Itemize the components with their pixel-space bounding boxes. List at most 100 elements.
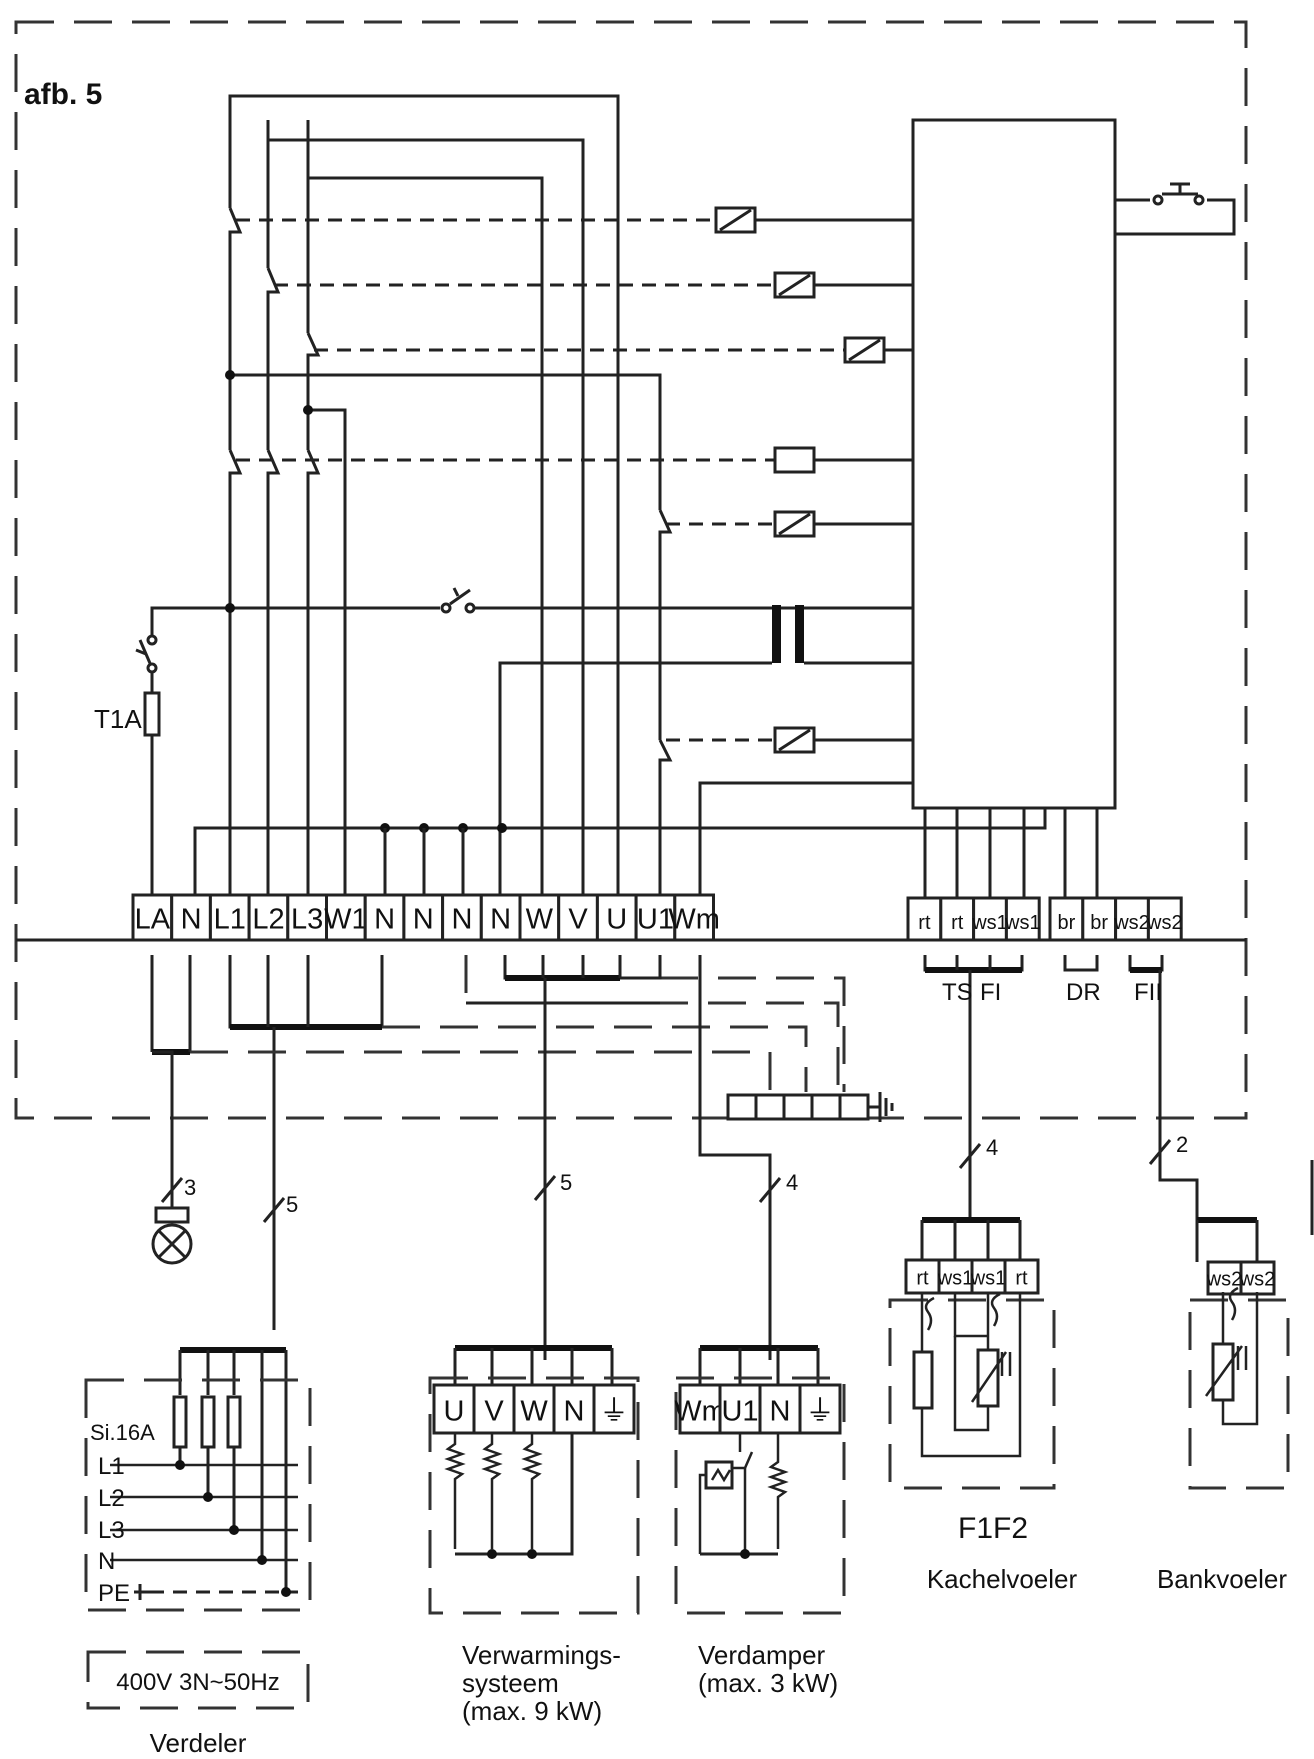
verdeler-supply: 400V 3N~50Hz xyxy=(116,1669,279,1696)
svg-text:ws1: ws1 xyxy=(937,1267,974,1289)
verdeler-caption: Verdeler xyxy=(150,1728,247,1758)
relay-coil-4 xyxy=(773,510,816,538)
bank-caption: Bankvoeler xyxy=(1157,1564,1287,1594)
svg-text:N: N xyxy=(374,903,395,935)
svg-text:rt: rt xyxy=(916,1267,929,1289)
kachel-terminal: rt xyxy=(1003,1258,1040,1295)
heating-terminal: V xyxy=(472,1383,516,1435)
sensor-terminal: ws1 xyxy=(971,896,1008,942)
svg-text:Wm: Wm xyxy=(668,903,720,935)
figure-label: afb. 5 xyxy=(24,78,102,111)
verdeler-supply-box xyxy=(86,1650,310,1710)
cable-marks: 3 5 5 4 4 2 xyxy=(160,1132,1188,1223)
heating-terminal: U xyxy=(432,1383,476,1435)
verdeler-line-l1: L1 xyxy=(98,1453,125,1480)
svg-text:2: 2 xyxy=(1176,1132,1188,1157)
svg-text:N: N xyxy=(451,903,472,935)
sensor-terminal: ws2 xyxy=(1146,896,1183,942)
svg-text:rt: rt xyxy=(918,912,931,934)
kachel-terminal: ws1 xyxy=(970,1258,1007,1295)
controller-module xyxy=(911,118,1117,810)
kachel-code: F1F2 xyxy=(958,1512,1028,1545)
door-switch xyxy=(1115,182,1236,236)
verdeler-line-l2: L2 xyxy=(98,1485,125,1512)
main-terminal: W1 xyxy=(324,893,368,942)
svg-text:W: W xyxy=(520,1396,548,1428)
kachel-terminal: ws1 xyxy=(937,1258,974,1295)
evaporator-caption-2: (max. 3 kW) xyxy=(698,1668,838,1698)
verdeler-fuse-label: Si.16A xyxy=(90,1420,155,1445)
sensor-terminal: rt xyxy=(906,896,943,942)
relay-coil-3 xyxy=(843,336,886,364)
heating-caption-1: Verwarmings- xyxy=(462,1640,621,1670)
evaporator-terminal: ⏚ xyxy=(798,1383,842,1435)
main-terminal: L3 xyxy=(286,893,328,942)
svg-text:ws1: ws1 xyxy=(1004,912,1041,934)
svg-text:L3: L3 xyxy=(291,903,323,935)
sensor-group-ts: TS xyxy=(942,979,973,1006)
svg-text:ws2: ws2 xyxy=(1146,912,1183,934)
svg-text:ws2: ws2 xyxy=(1113,912,1150,934)
svg-text:L2: L2 xyxy=(252,903,284,935)
svg-text:Wm: Wm xyxy=(674,1396,726,1428)
heating-caption-2: systeem xyxy=(462,1668,559,1698)
sensor-terminal: br xyxy=(1048,896,1085,942)
sensor-terminal: br xyxy=(1081,896,1118,942)
svg-text:4: 4 xyxy=(786,1170,798,1195)
contactor-k1-pole xyxy=(228,207,243,450)
svg-text:4: 4 xyxy=(986,1135,998,1160)
main-terminal: U1 xyxy=(634,893,677,942)
verdeler-line-pe: PE xyxy=(98,1580,130,1607)
verdeler-line-l3: L3 xyxy=(98,1517,125,1544)
push-switch xyxy=(440,587,476,614)
relay-coil-1 xyxy=(714,206,757,234)
heating-terminal: N xyxy=(552,1383,596,1435)
heating-caption-3: (max. 9 kW) xyxy=(462,1696,602,1726)
control-unit-enclosure xyxy=(14,20,1248,1120)
evaporator-terminal: U1 xyxy=(718,1383,762,1435)
loop-l2 xyxy=(266,120,585,925)
svg-text:N: N xyxy=(564,1396,585,1428)
svg-text:LA: LA xyxy=(135,903,171,935)
sensor-group-fi: FI xyxy=(980,979,1001,1006)
svg-text:U1: U1 xyxy=(721,1396,758,1428)
svg-text:rt: rt xyxy=(951,912,964,934)
sensor-terminal: ws2 xyxy=(1113,896,1150,942)
main-terminal: N xyxy=(402,893,445,942)
svg-text:5: 5 xyxy=(286,1192,298,1217)
main-terminal: LA xyxy=(131,893,174,942)
sensor-group-dr: DR xyxy=(1066,979,1101,1006)
main-terminal: U xyxy=(595,893,638,942)
evaporator-terminal: Wm xyxy=(674,1383,726,1435)
svg-text:5: 5 xyxy=(560,1170,572,1195)
svg-text:U: U xyxy=(444,1396,465,1428)
svg-text:N: N xyxy=(181,903,202,935)
fuse-label: T1A xyxy=(94,704,142,734)
svg-text:L1: L1 xyxy=(214,903,246,935)
pe-terminal-strip xyxy=(726,1092,894,1122)
svg-text:N: N xyxy=(413,903,434,935)
svg-text:U1: U1 xyxy=(637,903,674,935)
transformer-core-2 xyxy=(795,605,804,663)
resistor-icon xyxy=(912,1350,934,1410)
fuse-t1a xyxy=(143,691,161,737)
main-terminal: W xyxy=(518,893,561,942)
svg-text:N: N xyxy=(490,903,511,935)
svg-text:br: br xyxy=(1058,912,1076,934)
kachel-terminal: rt xyxy=(904,1258,941,1295)
svg-text:N: N xyxy=(770,1396,791,1428)
contactor-k3-pole xyxy=(306,332,321,450)
main-terminal: Wm xyxy=(668,893,720,942)
svg-text:⏚: ⏚ xyxy=(805,1396,834,1428)
verdeler-line-n: N xyxy=(98,1548,115,1575)
main-terminal: L2 xyxy=(247,893,290,942)
svg-text:⏚: ⏚ xyxy=(599,1396,628,1428)
main-terminal: N xyxy=(170,893,212,942)
sensor-group-fii: FII xyxy=(1134,979,1162,1006)
kachel-caption: Kachelvoeler xyxy=(927,1564,1078,1594)
